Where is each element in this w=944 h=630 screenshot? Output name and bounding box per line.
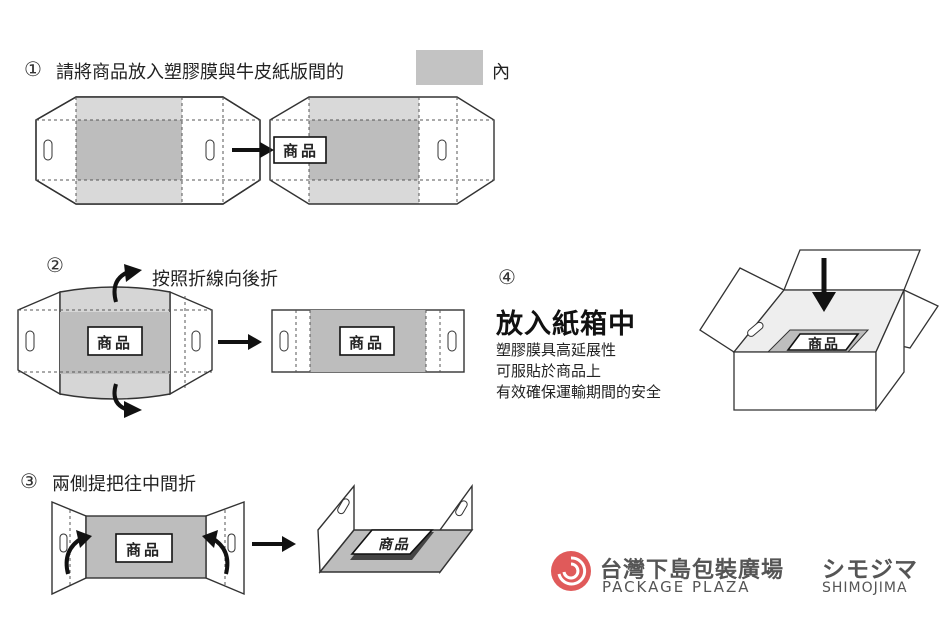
product-label-3b: 商品 bbox=[378, 537, 410, 553]
step-2-text: 按照折線向後折 bbox=[152, 269, 278, 290]
box-open bbox=[699, 249, 939, 412]
film-area-swatch bbox=[416, 50, 483, 85]
product-label-2b: 商品 bbox=[348, 334, 385, 352]
step-4-line-3: 有效確保運輸期間的安全 bbox=[496, 383, 662, 401]
board-sides-up bbox=[51, 500, 245, 596]
step-1-text: 請將商品放入塑膠膜與牛皮紙版間的 bbox=[56, 62, 344, 83]
board-folding bbox=[17, 286, 213, 400]
step-3-text: 兩側提把往中間折 bbox=[52, 474, 196, 495]
board-folded bbox=[271, 309, 465, 373]
step-2-number: ② bbox=[46, 253, 64, 277]
shimojima-logo-kana: シモジマ bbox=[822, 557, 918, 583]
tray-folded bbox=[317, 483, 474, 575]
package-plaza-logo-icon bbox=[551, 551, 591, 591]
brand-name-chinese: 台灣下島包裝廣場 bbox=[600, 558, 785, 583]
product-label-2a: 商品 bbox=[96, 334, 133, 352]
step-4-number: ④ bbox=[498, 265, 516, 289]
step-4-line-2: 可服貼於商品上 bbox=[496, 362, 602, 380]
board-flat-with-product bbox=[269, 96, 495, 205]
step-4-title: 放入紙箱中 bbox=[496, 309, 636, 340]
step-4-line-1: 塑膠膜具高延展性 bbox=[496, 341, 617, 359]
step-1-number: ① bbox=[24, 57, 42, 81]
step-1-text-after: 內 bbox=[492, 62, 510, 83]
shimojima-logo-english: SHIMOJIMA bbox=[822, 580, 908, 596]
step-3-number: ③ bbox=[20, 469, 38, 493]
product-label: 商品 bbox=[282, 142, 319, 160]
brand-name-english: PACKAGE PLAZA bbox=[602, 578, 751, 596]
board-flat-empty bbox=[35, 96, 261, 205]
product-label-4: 商品 bbox=[808, 337, 840, 353]
product-label-3a: 商品 bbox=[125, 541, 162, 559]
